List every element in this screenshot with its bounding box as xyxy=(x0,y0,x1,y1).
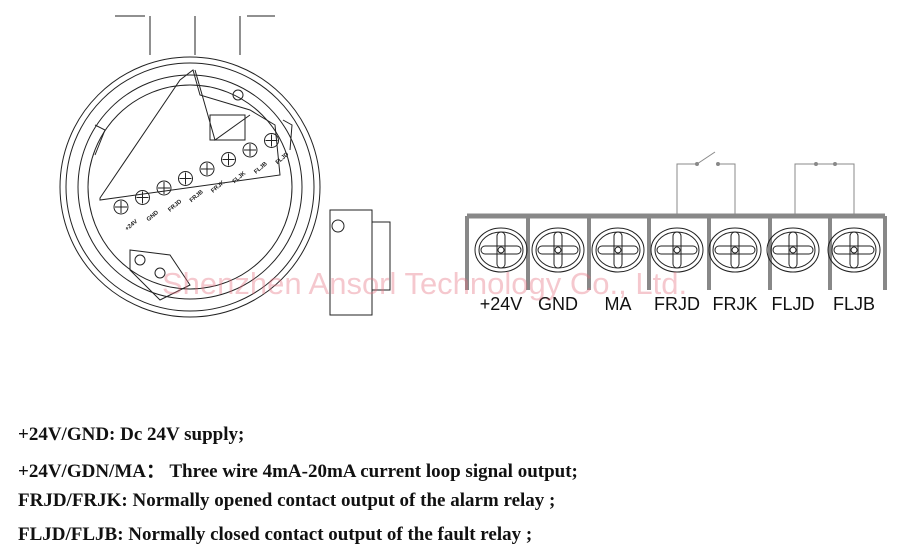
watermark: Shenzhen Ansorl Technology Co., Ltd. xyxy=(162,266,687,301)
housing-label: +24V xyxy=(124,219,139,233)
housing-label: FRJB xyxy=(189,189,205,204)
alarm-relay-open xyxy=(676,151,736,214)
terminal-label: GND xyxy=(538,294,578,314)
terminal-screw-ma xyxy=(591,227,645,273)
terminal-screw-frjd xyxy=(650,227,704,273)
terminal-label: MA xyxy=(605,294,632,314)
terminal-label: FRJK xyxy=(713,294,758,314)
terminal-block xyxy=(465,213,887,290)
housing-label: FRJK xyxy=(210,179,226,194)
fault-relay-closed xyxy=(794,162,855,214)
housing-drawing xyxy=(59,15,391,318)
description-current-loop: +24V/GDN/MA： Three wire 4mA-20mA current… xyxy=(18,461,578,482)
description-alarm-relay: FRJD/FRJK: Normally opened contact outpu… xyxy=(18,490,556,511)
terminal-screw-gnd xyxy=(531,227,585,273)
terminal-label: FRJD xyxy=(654,294,700,314)
terminal-screw-fljd xyxy=(766,227,820,273)
terminal-screw-24v xyxy=(474,227,528,273)
terminal-label: FLJD xyxy=(771,294,814,314)
terminal-label: +24V xyxy=(480,294,523,314)
description-fault-relay: FLJD/FLJB: Normally closed contact outpu… xyxy=(18,524,533,545)
housing-label: GND xyxy=(146,209,161,223)
housing-screws xyxy=(113,133,279,215)
housing-label: FLJB xyxy=(253,161,269,176)
terminal-screw-fljb xyxy=(827,227,881,273)
terminal-screw-frjk xyxy=(708,227,762,273)
terminal-label: FLJB xyxy=(833,294,875,314)
wiring-diagram: +24V GND FRJD FRJB FRJK FLJK FLJB FLJD +24V GND M… xyxy=(59,15,887,318)
housing-label: FRJD xyxy=(167,198,183,213)
description-supply: +24V/GND: Dc 24V supply; xyxy=(18,424,245,445)
housing-label: FLJK xyxy=(232,170,248,185)
